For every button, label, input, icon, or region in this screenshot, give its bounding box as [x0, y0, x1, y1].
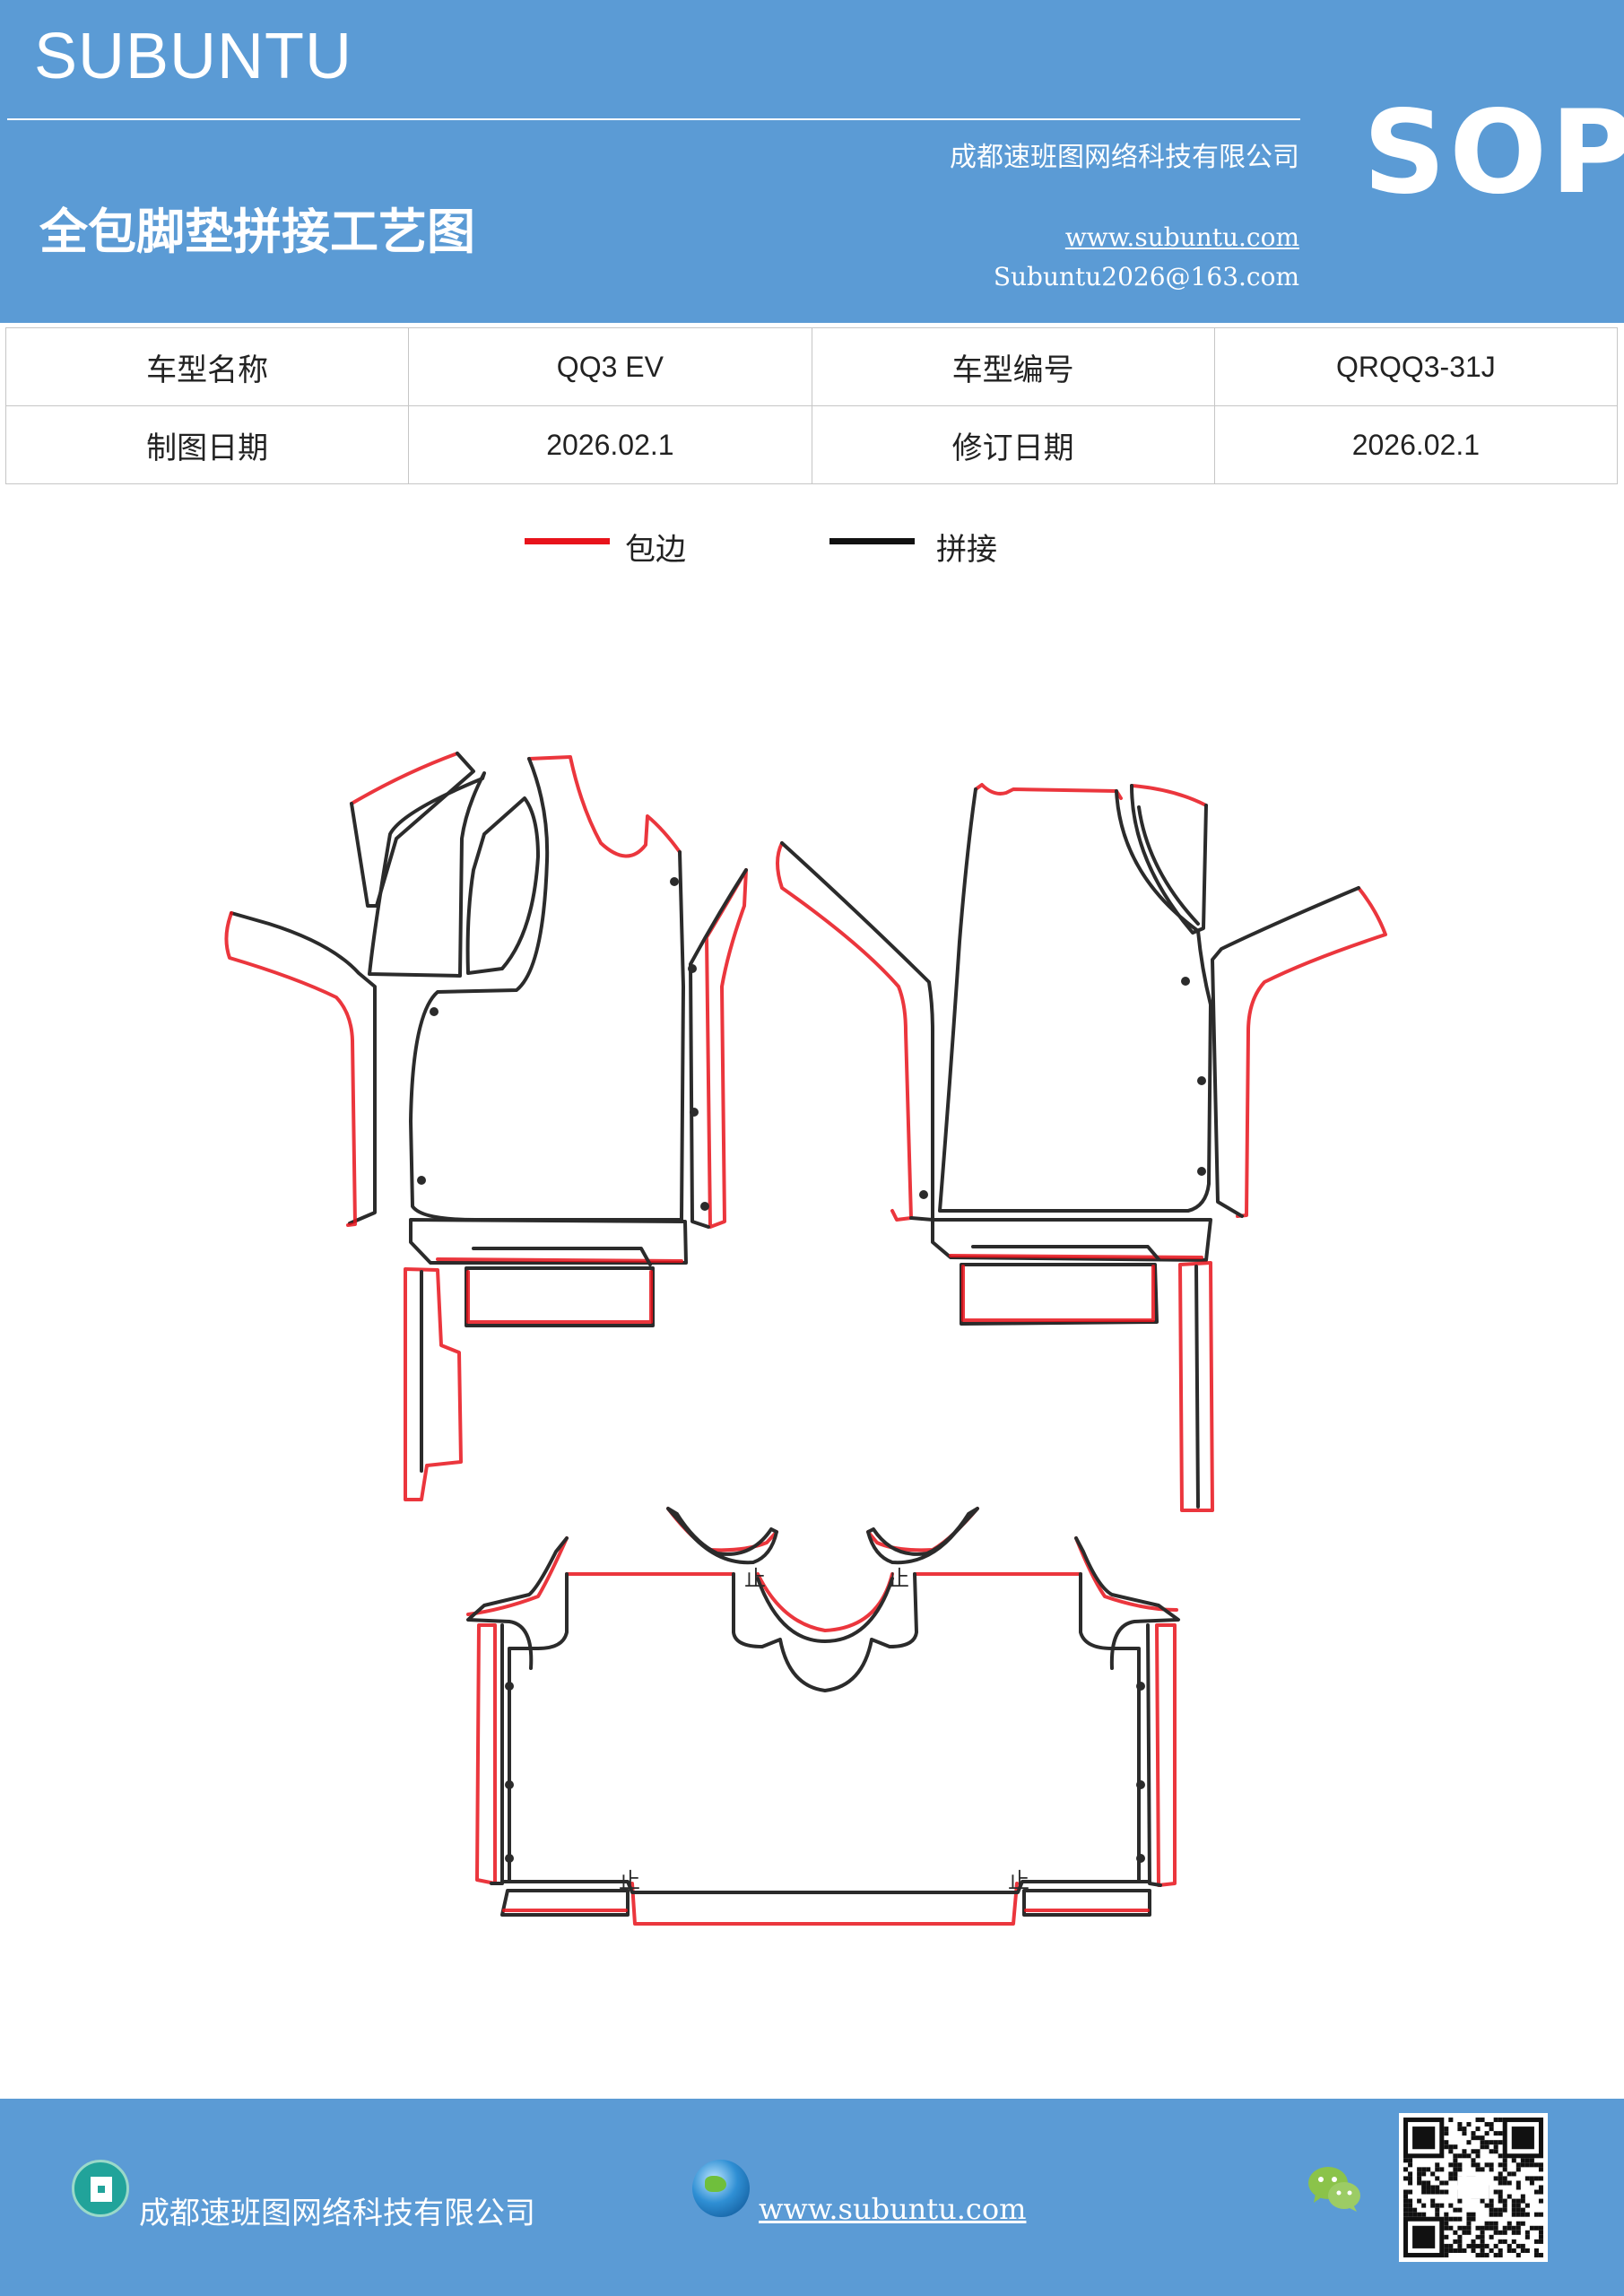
footer-banner: 成都速班图网络科技有限公司 www.subuntu.com — [0, 2099, 1624, 2296]
front-left-mat — [224, 752, 748, 1501]
floor-mat-diagram: .k { fill:none; stroke:#2b2b2b; stroke-w… — [224, 752, 1387, 1926]
legend-edge-swatch — [525, 538, 610, 544]
revision-date-label: 修订日期 — [811, 405, 1215, 484]
model-name-label: 车型名称 — [4, 327, 410, 406]
email-address: Subuntu2026@163.com — [993, 262, 1299, 291]
website-link[interactable]: www.subuntu.com — [1064, 222, 1299, 252]
draw-date-label: 制图日期 — [4, 405, 410, 484]
company-name: 成都速班图网络科技有限公司 — [950, 142, 1299, 173]
building-icon — [72, 2160, 129, 2217]
vehicle-info-table: 车型名称 QQ3 EV 车型编号 QRQQ3-31J 制图日期 2026.02.… — [4, 327, 1619, 484]
stop-mark: 止 — [619, 1868, 640, 1893]
document-title: 全包脚垫拼接工艺图 — [39, 203, 475, 260]
sop-badge: SOP — [1363, 86, 1624, 220]
legend-edge-label: 包边 — [625, 532, 686, 568]
globe-icon — [692, 2160, 750, 2217]
rear-mat: 止 止 止 止 — [466, 1507, 1180, 1926]
draw-date-value: 2026.02.1 — [408, 405, 812, 484]
model-code-label: 车型编号 — [811, 327, 1215, 406]
wechat-icon — [1308, 2167, 1360, 2212]
stop-mark: 止 — [1008, 1868, 1029, 1893]
table-row: 制图日期 2026.02.1 修订日期 2026.02.1 — [4, 405, 1619, 484]
footer-website-link[interactable]: www.subuntu.com — [759, 2192, 1027, 2226]
front-right-mat — [776, 783, 1387, 1512]
legend-seam-label: 拼接 — [936, 532, 997, 568]
legend-seam-swatch — [829, 538, 915, 544]
revision-date-value: 2026.02.1 — [1213, 405, 1619, 484]
stop-mark: 止 — [744, 1566, 766, 1591]
header-divider — [7, 118, 1300, 120]
legend: 包边 拼接 — [0, 525, 1624, 570]
stop-mark: 止 — [888, 1566, 909, 1591]
table-row: 车型名称 QQ3 EV 车型编号 QRQQ3-31J — [4, 327, 1619, 406]
qr-code[interactable] — [1399, 2113, 1548, 2262]
footer-company-name: 成都速班图网络科技有限公司 — [139, 2196, 535, 2231]
model-name-value: QQ3 EV — [408, 327, 812, 406]
model-code-value: QRQQ3-31J — [1213, 327, 1619, 406]
brand-name: SUBUNTU — [34, 21, 353, 92]
header-banner: SUBUNTU 成都速班图网络科技有限公司 全包脚垫拼接工艺图 www.subu… — [0, 0, 1624, 323]
